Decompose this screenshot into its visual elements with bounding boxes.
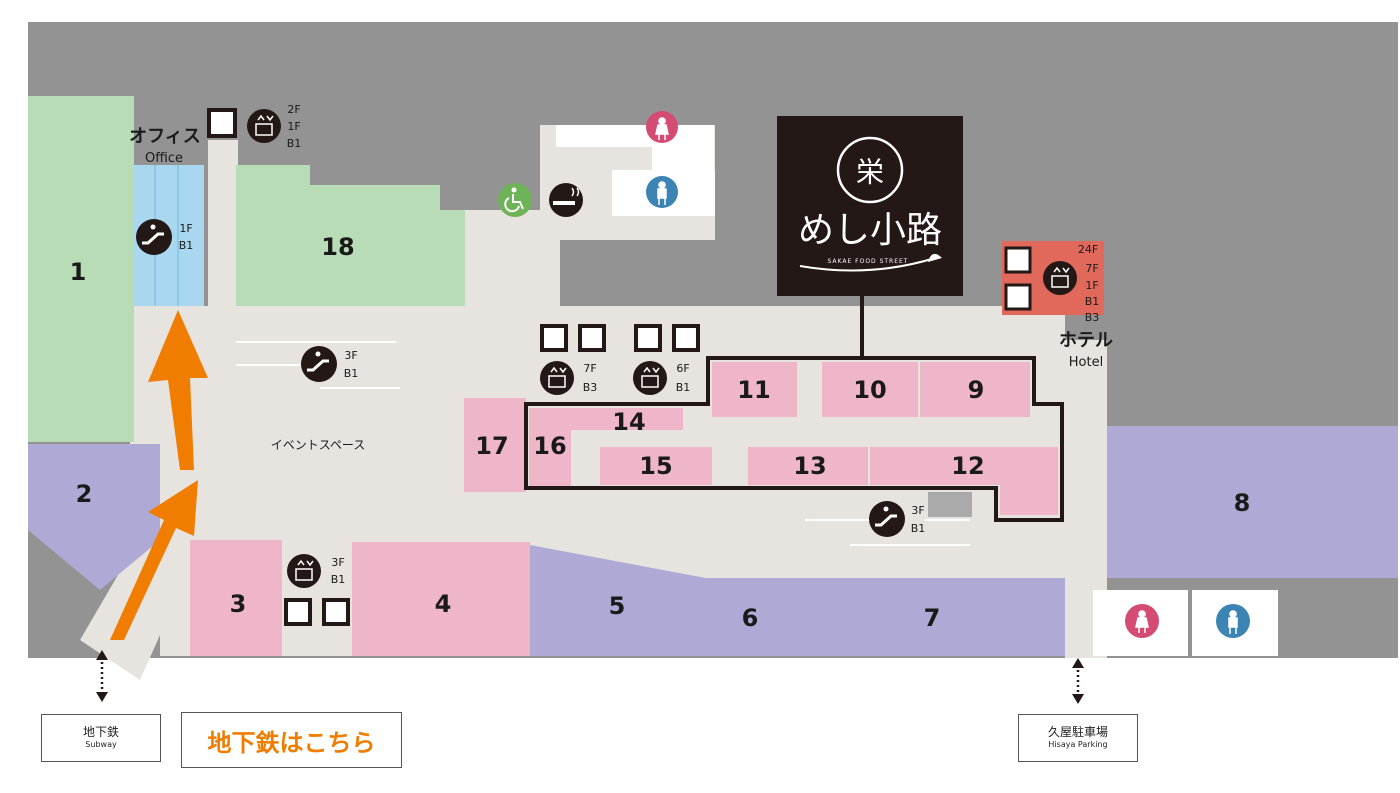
store-10-number: 10 bbox=[853, 376, 886, 404]
elevator-a-icon bbox=[540, 361, 574, 395]
store-11[interactable] bbox=[712, 362, 797, 417]
store-18-number: 18 bbox=[321, 233, 354, 261]
elev-a-floor-1: B3 bbox=[583, 381, 598, 394]
subway-callout-text: 地下鉄はこちら bbox=[207, 728, 376, 757]
smoking-area-icon bbox=[549, 183, 583, 217]
parking-label-en: Hisaya Parking bbox=[1048, 740, 1108, 749]
store-1[interactable] bbox=[28, 96, 134, 442]
store-7[interactable] bbox=[798, 578, 1065, 656]
office-elevator: 2F 1F B1 bbox=[207, 103, 302, 150]
subway-label-jp: 地下鉄 bbox=[82, 725, 119, 739]
store-3[interactable] bbox=[190, 540, 282, 656]
parking-exit-marker bbox=[1072, 658, 1084, 704]
accessible-toilet-icon bbox=[498, 183, 532, 217]
parking-label-jp: 久屋駐車場 bbox=[1047, 725, 1108, 739]
subway-label-en: Subway bbox=[85, 740, 117, 749]
center-esc-floor-1: B1 bbox=[344, 367, 359, 380]
store-15[interactable] bbox=[600, 447, 712, 485]
store-15-number: 15 bbox=[639, 452, 672, 480]
event-space-label: イベントスペース bbox=[271, 438, 366, 452]
bottom-elevator: 3F B1 bbox=[284, 554, 350, 626]
store-12[interactable] bbox=[870, 447, 1058, 515]
store-11-number: 11 bbox=[737, 376, 770, 404]
meshi-koji-sign: 栄 めし小路 SAKAE FOOD STREET bbox=[777, 116, 963, 296]
store-3-number: 3 bbox=[230, 590, 247, 618]
hotel-label-en: Hotel bbox=[1069, 355, 1103, 370]
hotel-elevator-icon bbox=[1043, 261, 1077, 295]
center-esc-floor-0: 3F bbox=[344, 349, 357, 362]
bottom-elev-floor-1: B1 bbox=[331, 573, 346, 586]
elev-b-floor-0: 6F bbox=[676, 362, 689, 375]
hotel-elev-floor-1: 7F bbox=[1085, 262, 1098, 275]
store-17-number: 17 bbox=[475, 432, 508, 460]
subway-direction-arrows bbox=[110, 310, 208, 640]
office-elev-floor-2: B1 bbox=[287, 137, 302, 150]
store-16[interactable] bbox=[529, 408, 571, 486]
arrow-up-icon bbox=[148, 310, 208, 470]
elev-a-floor-0: 7F bbox=[583, 362, 596, 375]
office-label-en: Office bbox=[145, 151, 183, 166]
store-6[interactable] bbox=[706, 578, 798, 656]
office-esc-floor-0: 1F bbox=[179, 222, 192, 235]
store-4-number: 4 bbox=[435, 590, 452, 618]
store-8-number: 8 bbox=[1234, 489, 1251, 517]
hotel-elev-floor-3: B1 bbox=[1085, 295, 1100, 308]
meshi-koji-subtitle: SAKAE FOOD STREET bbox=[828, 258, 909, 265]
parking-exit-label[interactable]: 久屋駐車場 Hisaya Parking bbox=[1018, 714, 1138, 762]
corridor-area bbox=[80, 125, 1107, 680]
arrow-diagonal-icon bbox=[110, 480, 198, 640]
hotel-elevator-block: 24F 7F 1F B1 B3 bbox=[1002, 241, 1104, 324]
meshi-koji-outline bbox=[524, 356, 1064, 522]
store-7-number: 7 bbox=[924, 604, 941, 632]
elevator-b: 6F B1 bbox=[633, 324, 700, 395]
hotel-label-jp: ホテル bbox=[1059, 330, 1113, 351]
store-14-number: 14 bbox=[612, 408, 645, 436]
center-escalator: 3F B1 bbox=[236, 341, 400, 389]
right-esc-floor-1: B1 bbox=[911, 522, 926, 535]
store-14[interactable] bbox=[571, 408, 683, 430]
store-5-number: 5 bbox=[609, 592, 626, 620]
bottom-elev-floor-0: 3F bbox=[331, 556, 344, 569]
elevator-b-icon bbox=[633, 361, 667, 395]
office-label-jp: オフィス bbox=[129, 126, 201, 147]
right-escalator: 3F B1 bbox=[805, 492, 972, 546]
store-5[interactable] bbox=[530, 545, 706, 656]
store-12-number: 12 bbox=[951, 452, 984, 480]
office-esc-floor-1: B1 bbox=[179, 239, 194, 252]
subway-callout[interactable]: 地下鉄はこちら bbox=[181, 712, 402, 768]
meshi-koji-logo-circle bbox=[836, 136, 904, 204]
hotel-elev-floor-0: 24F bbox=[1078, 243, 1098, 256]
store-10[interactable] bbox=[822, 362, 918, 417]
store-8[interactable] bbox=[1107, 426, 1398, 578]
store-1-number: 1 bbox=[70, 258, 87, 286]
meshi-koji-title: めし小路 bbox=[798, 210, 942, 251]
office-elevator-icon bbox=[247, 109, 281, 143]
office-elev-floor-1: 1F bbox=[287, 120, 300, 133]
office-escalator: 1F B1 bbox=[136, 219, 193, 255]
store-18[interactable] bbox=[236, 165, 465, 306]
store-2[interactable] bbox=[28, 444, 160, 590]
subway-exit-marker bbox=[96, 650, 108, 702]
right-esc-floor-0: 3F bbox=[911, 504, 924, 517]
store-17[interactable] bbox=[464, 398, 526, 492]
store-6-number: 6 bbox=[742, 604, 759, 632]
store-13-number: 13 bbox=[793, 452, 826, 480]
store-13[interactable] bbox=[748, 447, 868, 485]
office-elev-floor-0: 2F bbox=[287, 103, 300, 116]
elevator-a: 7F B3 bbox=[540, 324, 606, 395]
store-4[interactable] bbox=[352, 542, 530, 656]
store-2-number: 2 bbox=[76, 480, 93, 508]
meshi-koji-logo-char: 栄 bbox=[856, 156, 884, 189]
store-16-number: 16 bbox=[533, 432, 566, 460]
bottom-elevator-icon bbox=[287, 554, 321, 588]
hotel-elev-floor-2: 1F bbox=[1085, 279, 1098, 292]
store-9[interactable] bbox=[920, 362, 1030, 417]
hotel-elev-floor-4: B3 bbox=[1085, 311, 1100, 324]
restroom-top bbox=[556, 111, 715, 216]
store-9-number: 9 bbox=[968, 376, 985, 404]
elev-b-floor-1: B1 bbox=[676, 381, 691, 394]
restroom-bottom bbox=[1093, 590, 1278, 656]
subway-exit-label[interactable]: 地下鉄 Subway bbox=[41, 714, 161, 762]
